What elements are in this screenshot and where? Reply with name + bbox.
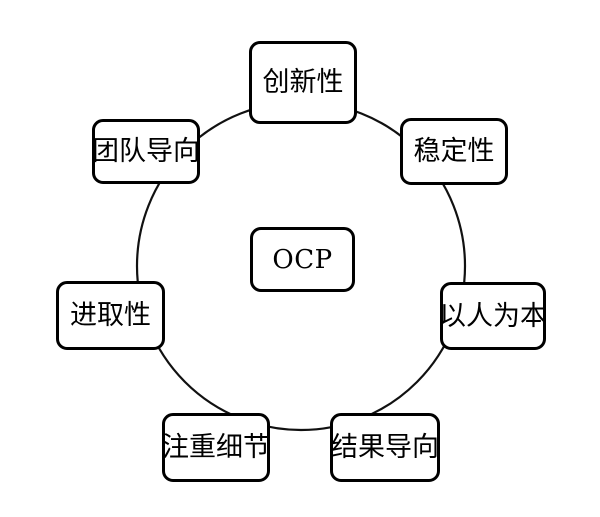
node-aggressiveness-label: 进取性 bbox=[70, 300, 151, 331]
node-results-oriented[interactable]: 结果导向 bbox=[330, 413, 440, 482]
node-center-ocp-label: OCP bbox=[272, 244, 333, 275]
node-results-oriented-label: 结果导向 bbox=[331, 432, 439, 463]
node-people-oriented-label: 以人为本 bbox=[439, 300, 547, 332]
node-innovation[interactable]: 创新性 bbox=[249, 41, 357, 124]
node-stability-label: 稳定性 bbox=[413, 136, 495, 167]
node-team-orientation-label: 团队导向 bbox=[92, 136, 200, 167]
node-aggressiveness[interactable]: 进取性 bbox=[56, 281, 165, 350]
node-innovation-label: 创新性 bbox=[262, 67, 344, 98]
node-attention-to-detail[interactable]: 注重细节 bbox=[162, 413, 270, 482]
node-team-orientation[interactable]: 团队导向 bbox=[92, 119, 200, 184]
node-people-oriented[interactable]: 以人为本 bbox=[439, 282, 547, 350]
node-stability[interactable]: 稳定性 bbox=[400, 118, 508, 185]
node-attention-to-detail-label: 注重细节 bbox=[162, 432, 270, 463]
node-center-ocp[interactable]: OCP bbox=[250, 227, 355, 292]
